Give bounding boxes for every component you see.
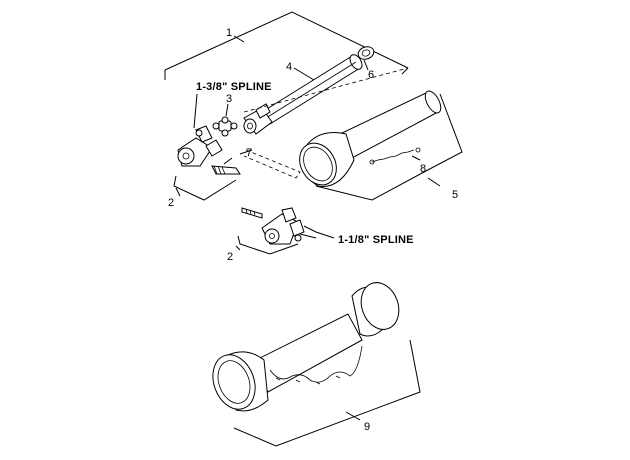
inner-tube-part-4 xyxy=(261,54,363,125)
bracket-2-upper xyxy=(173,175,237,201)
bracket-9 xyxy=(233,339,421,447)
leader-lines xyxy=(175,35,441,421)
callout-6: 6 xyxy=(368,69,374,81)
ring-part-6 xyxy=(357,46,375,71)
callout-2-lower: 2 xyxy=(227,251,233,263)
spline-caption-lower: 1-1/8" SPLINE xyxy=(338,234,414,246)
callout-7: 7 xyxy=(246,147,252,159)
quick-disconnect-yoke-upper-part-2 xyxy=(177,93,223,167)
outer-shield-part-5 xyxy=(299,90,442,187)
dashed-assembly-outline xyxy=(243,67,409,179)
callout-4: 4 xyxy=(286,61,292,73)
safety-chain-part-8 xyxy=(369,147,421,165)
bracket-2-lower xyxy=(237,235,299,255)
spline-caption-upper: 1-3/8" SPLINE xyxy=(196,81,272,93)
spring-pin-part-7 xyxy=(211,157,241,175)
callout-2-upper: 2 xyxy=(168,197,174,209)
callout-9: 9 xyxy=(364,421,370,433)
bracket-5 xyxy=(315,93,463,201)
tube-yoke xyxy=(243,103,273,135)
callout-3: 3 xyxy=(226,93,232,105)
quick-disconnect-yoke-lower-part-2 xyxy=(241,207,335,245)
cross-kit-part-3 xyxy=(212,103,238,137)
callout-8: 8 xyxy=(420,163,426,175)
callout-5: 5 xyxy=(452,189,458,201)
callout-1: 1 xyxy=(226,27,232,39)
complete-driveline-part-9 xyxy=(212,282,400,412)
